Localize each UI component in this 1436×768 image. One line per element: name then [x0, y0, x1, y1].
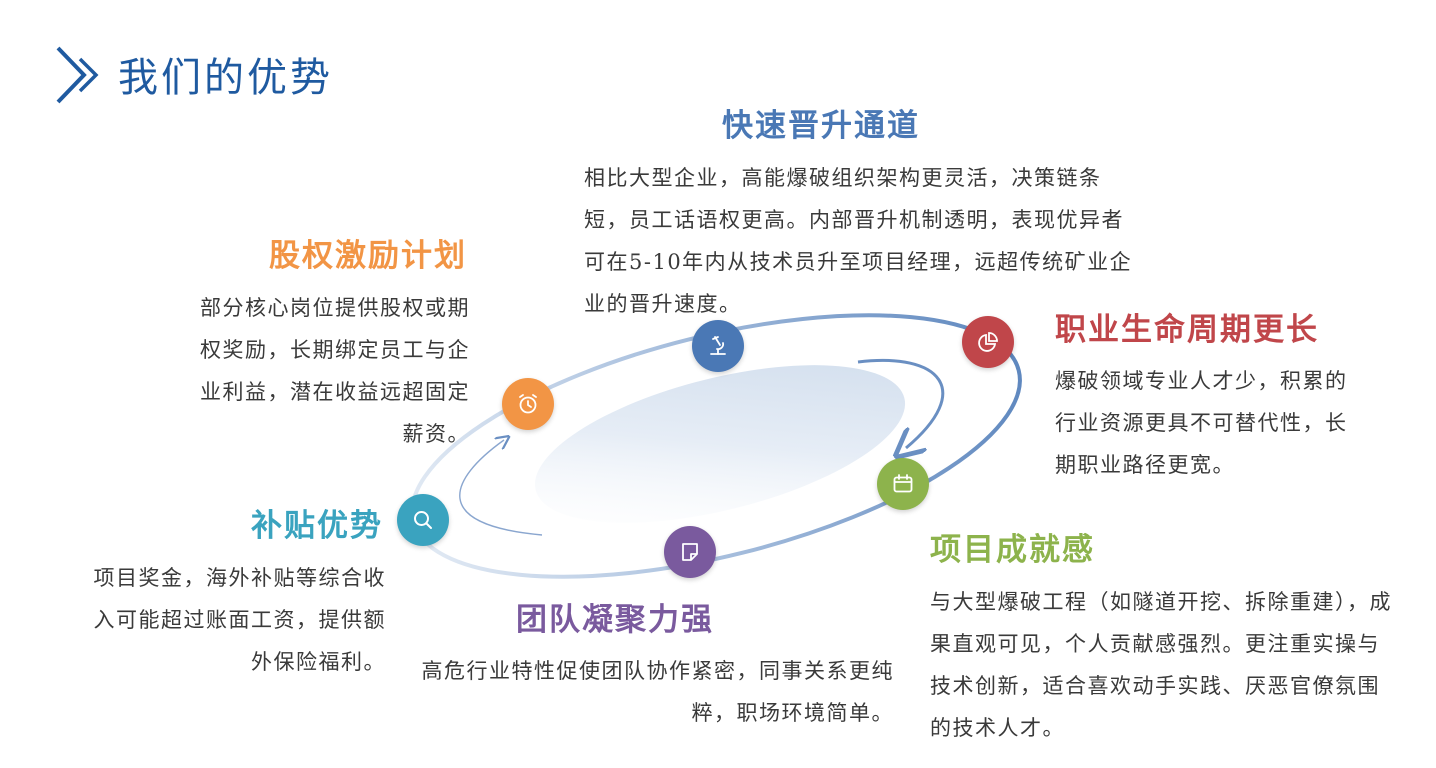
promotion-text: 相比大型企业，高能爆破组织架构更灵活，决策链条短，员工话语权更高。内部晋升机制透…	[584, 166, 1133, 316]
equity-title: 股权激励计划	[269, 238, 467, 274]
career-text: 爆破领域专业人才少，积累的行业资源更具不可替代性，长期职业路径更宽。	[1055, 369, 1348, 477]
team-text: 高危行业特性促使团队协作紧密，同事关系更纯粹，职场环境简单。	[421, 659, 894, 725]
inner-arrow-right	[857, 358, 945, 448]
achievement-text: 与大型爆破工程（如隧道开挖、拆除重建），成果直观可见，个人贡献感强烈。更注重实操…	[930, 590, 1392, 740]
team-title: 团队凝聚力强	[516, 602, 714, 638]
pie-chart-icon	[962, 316, 1014, 368]
page-title: 我们的优势	[118, 55, 333, 101]
search-icon	[397, 494, 449, 546]
promotion-title: 快速晋升通道	[722, 108, 920, 144]
microscope-icon	[692, 320, 744, 372]
document-icon	[664, 526, 716, 578]
subsidy-text: 项目奖金，海外补贴等综合收入可能超过账面工资，提供额外保险福利。	[93, 566, 386, 674]
subsidy-title: 补贴优势	[251, 508, 383, 544]
calendar-icon	[877, 458, 929, 510]
double-chevron-icon	[56, 46, 99, 104]
equity-text: 部分核心岗位提供股权或期权奖励，长期绑定员工与企业利益，潜在收益远超固定薪资。	[200, 296, 470, 446]
alarm-clock-icon	[502, 378, 554, 430]
inner-arrow-left	[459, 440, 543, 536]
center-disc	[534, 365, 906, 523]
achievement-title: 项目成就感	[930, 532, 1095, 568]
career-title: 职业生命周期更长	[1055, 312, 1319, 348]
